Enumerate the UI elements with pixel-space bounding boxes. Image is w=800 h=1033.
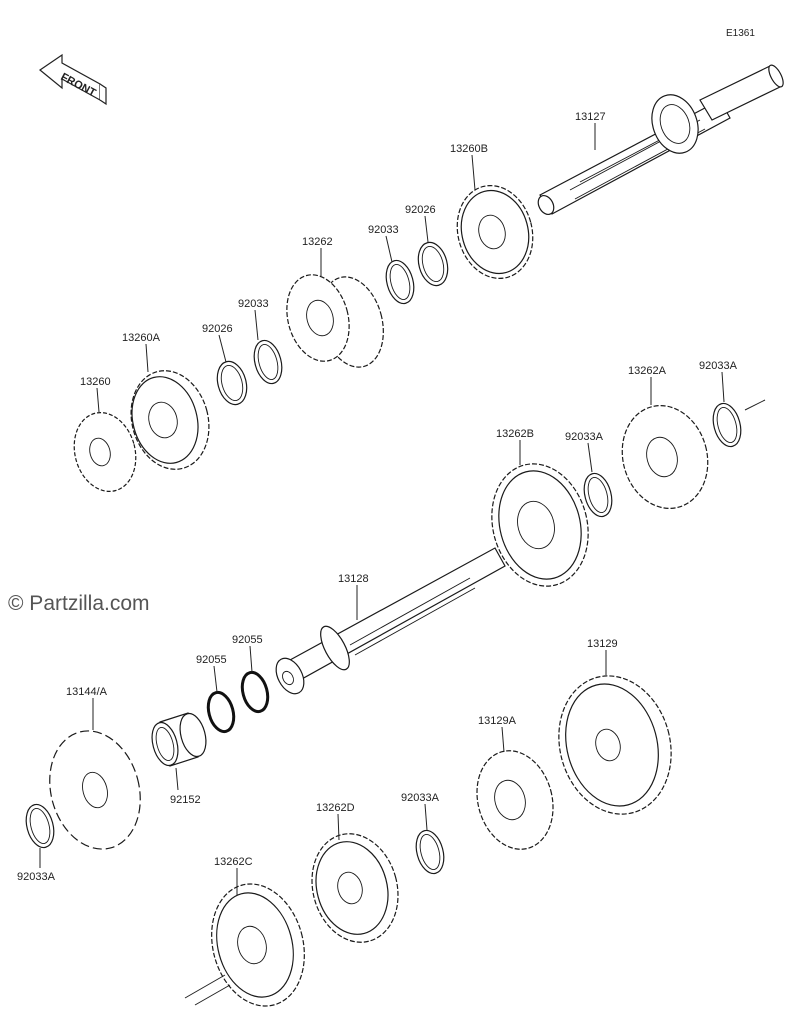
callout-92033A[interactable]: 92033A <box>699 360 738 372</box>
callout-13262C[interactable]: 13262C <box>214 856 253 868</box>
collar-92152[interactable] <box>148 711 211 769</box>
callout-92055[interactable]: 92055 <box>196 654 227 666</box>
leader-lines <box>39 123 725 895</box>
gear-13262A[interactable] <box>611 396 719 518</box>
gear-13260[interactable] <box>66 406 145 499</box>
callout-92152[interactable]: 92152 <box>170 794 201 806</box>
callout-13127[interactable]: 13127 <box>575 111 606 123</box>
shaft-13127-gear <box>651 94 699 154</box>
oring-92055-right[interactable] <box>238 670 272 715</box>
callout-13262[interactable]: 13262 <box>302 236 333 248</box>
callout-13144A[interactable]: 13144/A <box>66 686 108 698</box>
callout-92055[interactable]: 92055 <box>232 634 263 646</box>
shaft-13127[interactable] <box>535 63 786 217</box>
front-arrow-icon: FRONT <box>38 53 107 106</box>
diagram-code: E1361 <box>726 28 755 39</box>
watermark: © Partzilla.com <box>8 592 150 615</box>
callout-92033[interactable]: 92033 <box>368 224 399 236</box>
callout-13262B[interactable]: 13262B <box>496 428 534 440</box>
callout-13129[interactable]: 13129 <box>587 638 618 650</box>
callout-13260[interactable]: 13260 <box>80 376 111 388</box>
callout-13260B[interactable]: 13260B <box>450 143 488 155</box>
gear-13129[interactable] <box>544 663 686 827</box>
circlip-92033A-sprocket[interactable] <box>22 801 59 850</box>
gear-13262B[interactable] <box>479 453 602 597</box>
callout-labels: 13127 13260B 92026 92033 13262 92033 920… <box>17 111 738 883</box>
washer-92026-lower[interactable] <box>213 358 251 408</box>
shaft-13128[interactable] <box>270 547 506 698</box>
callout-13129A[interactable]: 13129A <box>478 715 517 727</box>
gear-13262C[interactable] <box>198 873 317 1016</box>
circlip-92033-upper[interactable] <box>382 257 419 306</box>
gear-13260B[interactable] <box>447 177 543 287</box>
callout-92033A[interactable]: 92033A <box>401 792 440 804</box>
callout-13128[interactable]: 13128 <box>338 573 369 585</box>
circlip-92033A-top[interactable] <box>709 400 746 449</box>
gear-13260A[interactable] <box>120 362 219 478</box>
gear-13262D[interactable] <box>300 824 410 952</box>
callout-13262A[interactable]: 13262A <box>628 365 667 377</box>
callout-92033[interactable]: 92033 <box>238 298 269 310</box>
washer-92026-upper[interactable] <box>414 239 452 289</box>
oring-92055-left[interactable] <box>204 690 238 735</box>
axis-lines <box>184 399 766 1006</box>
gear-13129A[interactable] <box>466 742 563 858</box>
callout-92033A[interactable]: 92033A <box>17 871 56 883</box>
circlip-92033-lower[interactable] <box>250 337 287 386</box>
sprocket-13144A[interactable] <box>37 721 153 860</box>
callout-92033A[interactable]: 92033A <box>565 431 604 443</box>
circlip-92033A-mid[interactable] <box>580 470 617 519</box>
callout-92026[interactable]: 92026 <box>202 323 233 335</box>
circlip-92033A-lower[interactable] <box>412 827 449 876</box>
gear-13262[interactable] <box>278 268 393 374</box>
callout-92026[interactable]: 92026 <box>405 204 436 216</box>
callout-13262D[interactable]: 13262D <box>316 802 355 814</box>
callout-13260A[interactable]: 13260A <box>122 332 161 344</box>
